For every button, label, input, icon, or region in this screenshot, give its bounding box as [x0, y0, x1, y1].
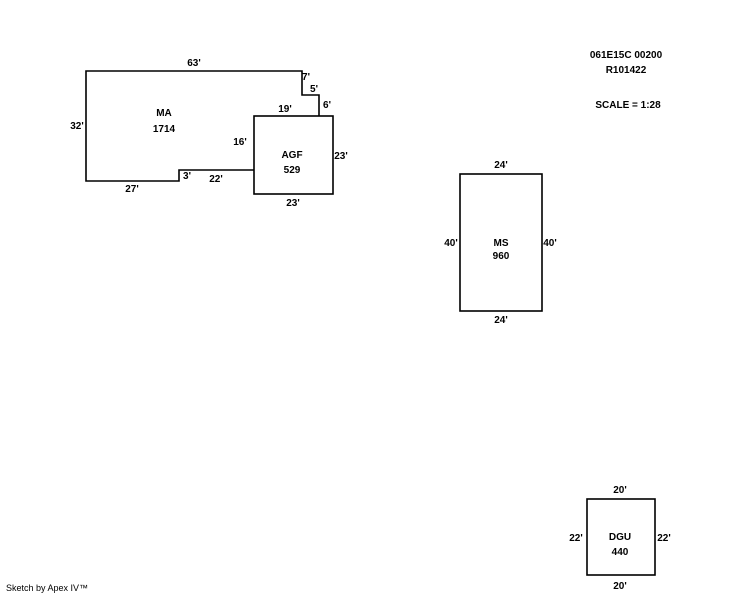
area-dgu: DGU 440 20' 20' 22' 22' — [569, 485, 671, 592]
ms-code: MS — [494, 238, 509, 249]
agf-code: AGF — [281, 150, 302, 161]
ms-outline — [459, 173, 543, 312]
ma-dim-notch-mid: 5' — [310, 84, 318, 95]
ms-dim-bottom: 24' — [494, 315, 508, 326]
sketch-credit: Sketch by Apex IV™ — [6, 583, 88, 593]
agf-dim-right: 23' — [334, 151, 348, 162]
ms-dim-left: 40' — [444, 238, 458, 249]
area-ms: MS 960 24' 24' 40' 40' — [444, 160, 557, 326]
scale-label: SCALE = 1:28 — [595, 100, 661, 111]
agf-sqft: 529 — [284, 165, 301, 176]
ms-sqft: 960 — [493, 251, 510, 262]
agf-dim-bottom: 23' — [286, 198, 300, 209]
ma-dim-step: 3' — [183, 171, 191, 182]
dgu-code: DGU — [609, 532, 631, 543]
ma-dim-top: 63' — [187, 58, 201, 69]
ms-dim-top: 24' — [494, 160, 508, 171]
ms-dim-right: 40' — [543, 238, 557, 249]
dgu-sqft: 440 — [612, 547, 629, 558]
account-number: R101422 — [606, 65, 647, 76]
ma-dim-bottom: 27' — [125, 184, 139, 195]
ma-sqft: 1714 — [153, 124, 176, 135]
parcel-id: 061E15C 00200 — [590, 50, 663, 61]
ma-dim-notch-top: 7' — [302, 72, 310, 83]
ma-code: MA — [156, 108, 172, 119]
dgu-outline — [586, 498, 656, 576]
agf-outline — [253, 115, 334, 195]
area-agf: AGF 529 19' 16' 23' 23' — [233, 104, 348, 209]
sketch-header: 061E15C 00200 R101422 SCALE = 1:28 — [590, 50, 663, 111]
agf-dim-top: 19' — [278, 104, 292, 115]
dgu-dim-bottom: 20' — [613, 581, 627, 592]
dgu-dim-top: 20' — [613, 485, 627, 496]
ma-dim-connector: 22' — [209, 174, 223, 185]
dgu-dim-left: 22' — [569, 533, 583, 544]
agf-dim-left: 16' — [233, 137, 247, 148]
dgu-dim-right: 22' — [657, 533, 671, 544]
ma-dim-left: 32' — [70, 121, 84, 132]
ma-dim-notch-right: 6' — [323, 100, 331, 111]
